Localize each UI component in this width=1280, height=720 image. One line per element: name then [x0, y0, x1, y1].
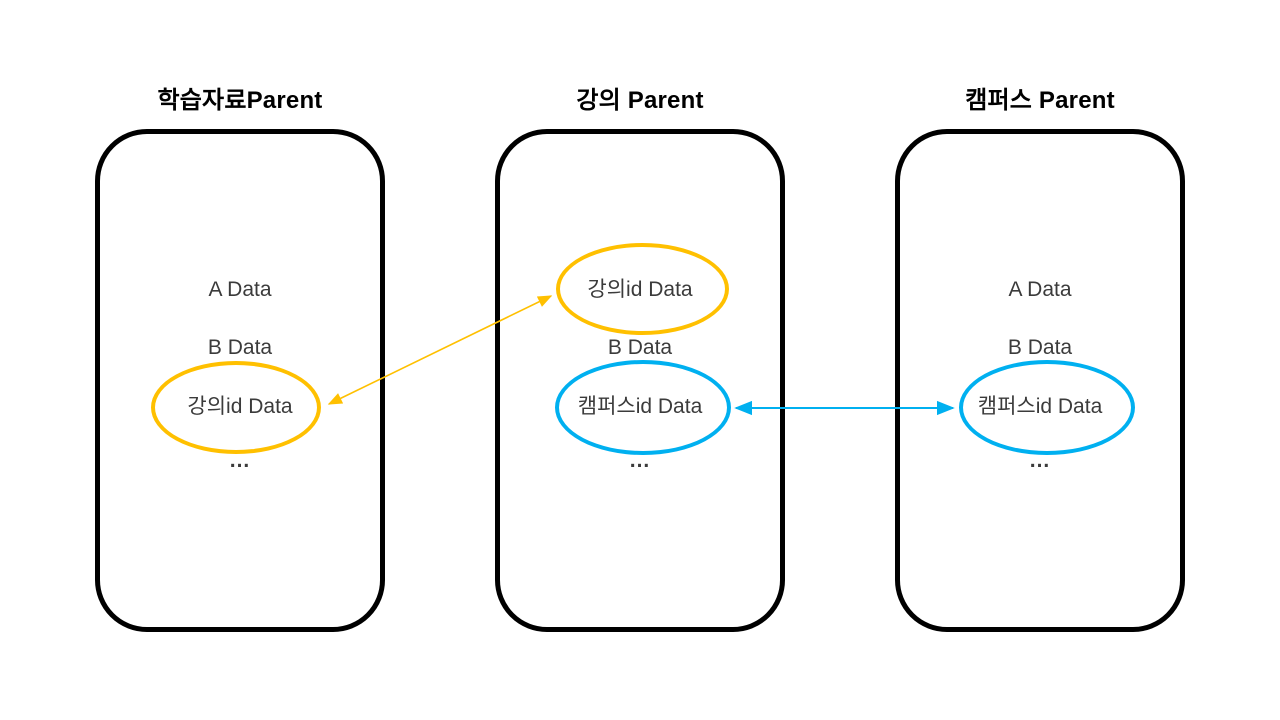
data-row: A Data: [1008, 278, 1072, 301]
data-row: 강의id Data: [187, 395, 293, 418]
data-row: B Data: [607, 336, 673, 359]
column-title: 학습자료Parent: [157, 87, 323, 114]
data-row: ...: [229, 449, 251, 472]
data-row: 강의id Data: [587, 278, 693, 301]
data-row: A Data: [208, 278, 272, 301]
parent-box: [495, 129, 785, 632]
data-row: 캠퍼스id Data: [577, 395, 703, 418]
parent-box: [95, 129, 385, 632]
parent-box: [895, 129, 1185, 632]
data-row: ...: [1029, 449, 1051, 472]
column-title: 강의 Parent: [576, 87, 704, 114]
data-row: B Data: [1007, 336, 1073, 359]
column-title: 캠퍼스 Parent: [965, 87, 1115, 114]
data-row: ...: [629, 449, 651, 472]
data-row: B Data: [207, 336, 273, 359]
data-row: 캠퍼스id Data: [977, 395, 1103, 418]
